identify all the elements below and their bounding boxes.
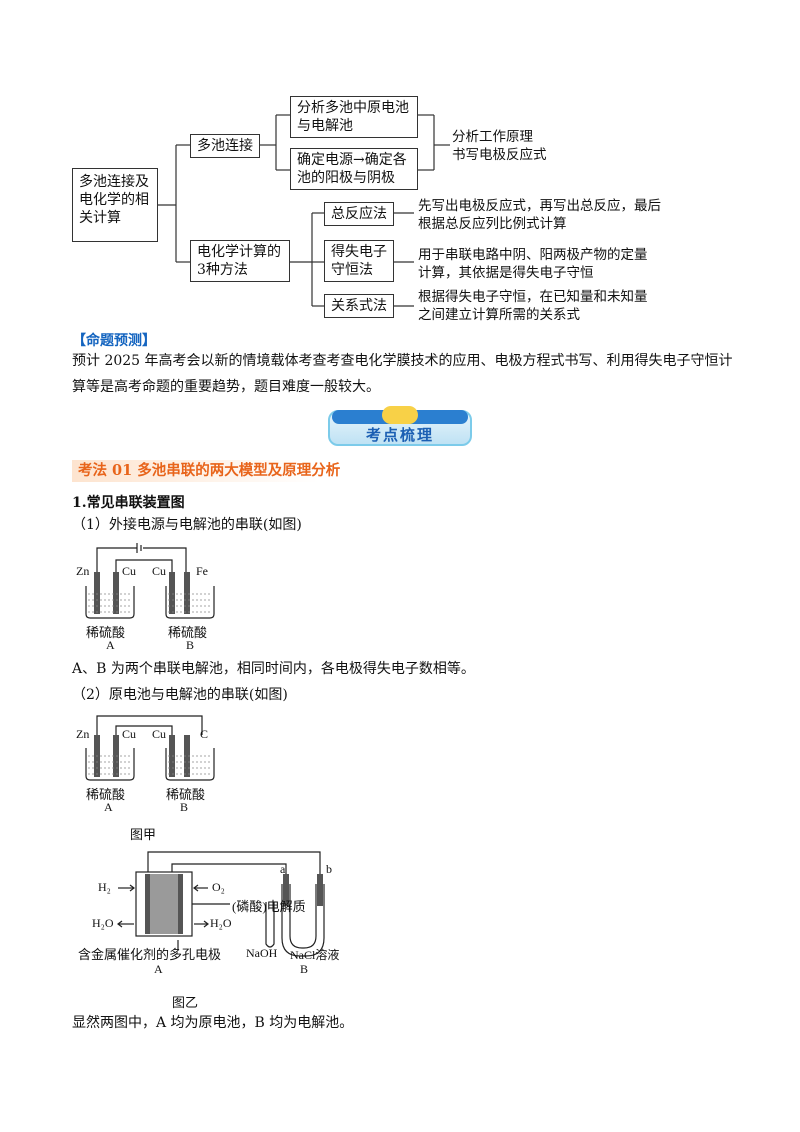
- mindmap-root: 多池连接及电化学的相关计算: [72, 168, 158, 242]
- fig3-h2o-left: H₂O: [92, 916, 114, 930]
- mindmap-method-total-reaction: 总反应法: [324, 202, 394, 226]
- case2-heading: （2）原电池与电解池的串联(如图): [72, 687, 288, 703]
- fig1-solution-a: 稀硫酸: [86, 625, 126, 640]
- subsection-title: 1.常见串联装置图: [72, 495, 185, 511]
- fig3-caption: 图乙: [172, 995, 199, 1010]
- fig1-electrode-cu1: Cu: [122, 564, 137, 578]
- fig3-label-b: B: [300, 962, 309, 976]
- prediction-line2: 算等是高考命题的重要趋势，题目难度一般较大。: [72, 379, 380, 395]
- mindmap-note-method2: 用于串联电路中阴、阳两极产物的定量 计算，其依据是得失电子守恒: [418, 247, 648, 281]
- case1-heading: （1）外接电源与电解池的串联(如图): [72, 517, 302, 533]
- mindmap-method-relation: 关系式法: [324, 294, 394, 318]
- mindmap-branch-multi-cell: 多池连接: [190, 134, 260, 158]
- mindmap-method-electron-conservation: 得失电子守恒法: [324, 240, 394, 282]
- fig1-solution-b: 稀硫酸: [168, 625, 208, 640]
- fig3-electrode-a: a: [280, 862, 286, 876]
- fig3-h2: H₂: [98, 880, 111, 894]
- fig1-label-b: B: [186, 638, 195, 652]
- fig3-electrolyte: (磷酸)电解质: [232, 899, 306, 914]
- mindmap-leaf-determine: 确定电源→确定各池的阳极与阴极: [290, 148, 418, 190]
- fig3-electrode-b: b: [326, 862, 332, 876]
- fig2-caption: 图甲: [130, 827, 157, 842]
- fig1-electrode-zn: Zn: [76, 564, 90, 578]
- fig1-electrode-fe: Fe: [196, 564, 208, 578]
- section-title: 考法 01 多池串联的两大模型及原理分析: [72, 460, 347, 482]
- fig3-label-a: A: [154, 962, 163, 976]
- badge-pill: [382, 406, 418, 424]
- fig2-label-a: A: [104, 800, 113, 814]
- prediction-heading: 【命题预测】: [72, 333, 156, 349]
- mindmap-note-principle: 分析工作原理 书写电极反应式: [452, 129, 547, 163]
- fig1-label-a: A: [106, 638, 115, 652]
- fig2-solution-a: 稀硫酸: [86, 787, 126, 802]
- fig2-label-b: B: [180, 800, 189, 814]
- fig2-electrode-zn: Zn: [76, 727, 90, 741]
- fig3-o2: O₂: [212, 880, 225, 894]
- mindmap-note-method1: 先写出电极反应式，再写出总反应，最后 根据总反应列比例式计算: [418, 198, 661, 232]
- fig3-nacl: NaCl溶液: [290, 948, 340, 962]
- badge-text: 考点梳理: [365, 426, 434, 444]
- fig3-h2o-right: H₂O: [210, 916, 232, 930]
- mindmap-note-method3: 根据得失电子守恒，在已知量和未知量 之间建立计算所需的关系式: [418, 289, 648, 323]
- fig2-electrode-cu1: Cu: [122, 727, 137, 741]
- prediction-line1: 预计 2025 年高考会以新的情境载体考查考查电化学膜技术的应用、电极方程式书写…: [72, 353, 733, 369]
- fig2-electrode-c: C: [200, 727, 209, 741]
- mindmap-leaf-analyze: 分析多池中原电池与电解池: [290, 96, 418, 138]
- case1-description: A、B 为两个串联电解池，相同时间内，各电极得失电子数相等。: [72, 661, 475, 677]
- fig1-electrode-cu2: Cu: [152, 564, 167, 578]
- fig2-electrode-cu2: Cu: [152, 727, 167, 741]
- conclusion-text: 显然两图中，A 均为原电池，B 均为电解池。: [72, 1015, 354, 1031]
- mindmap-branch-calc-methods: 电化学计算的3种方法: [190, 240, 290, 282]
- fig2-solution-b: 稀硫酸: [166, 787, 206, 802]
- fig3-electrode: 含金属催化剂的多孔电极: [78, 947, 222, 962]
- fig3-naoh: NaOH: [246, 946, 278, 960]
